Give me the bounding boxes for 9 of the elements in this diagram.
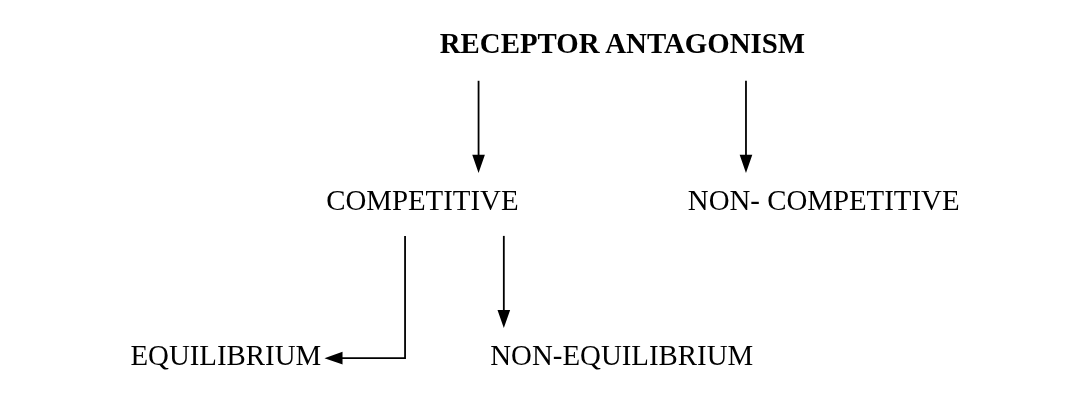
node-text: NON- COMPETITIVE [687, 183, 960, 216]
node-text: COMPETITIVE [325, 183, 519, 216]
arrow [471, 79, 485, 173]
arrow [497, 235, 510, 328]
node-text: NON-EQUILIBRIUM [489, 338, 753, 371]
arrow [739, 79, 752, 173]
arrow [323, 235, 406, 365]
node-text: RECEPTOR ANTAGONISM [439, 26, 805, 59]
node-text: EQUILIBRIUM [129, 338, 321, 371]
